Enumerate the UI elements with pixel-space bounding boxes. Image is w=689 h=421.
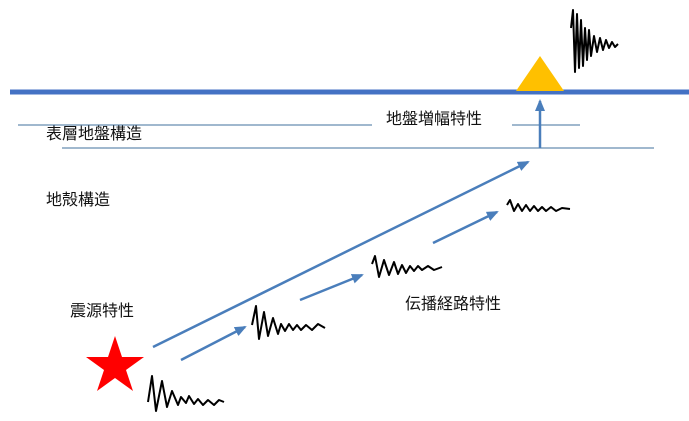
surface-layer-label: 表層地盤構造 [46, 124, 142, 143]
propagation-arrow-3 [432, 210, 499, 245]
propagation-arrow-2 [299, 273, 364, 302]
propagation-label: 伝播経路特性 [405, 294, 501, 313]
red-star-icon [86, 336, 144, 391]
crust-label: 地殻構造 [46, 190, 110, 209]
orange-triangle-icon [516, 56, 564, 91]
waveform-icon-path-3 [506, 199, 571, 212]
propagation-arrow-1 [180, 325, 247, 362]
waveform-icon-source [147, 375, 225, 412]
ground-amplification-label: 地盤増幅特性 [386, 109, 482, 128]
source-label: 震源特性 [70, 301, 134, 320]
waveform-icon-surface [570, 9, 619, 73]
waveform-icon-path-1 [251, 305, 326, 340]
long-propagation-arrow [152, 160, 530, 349]
waveform-icon-path-2 [371, 255, 443, 278]
